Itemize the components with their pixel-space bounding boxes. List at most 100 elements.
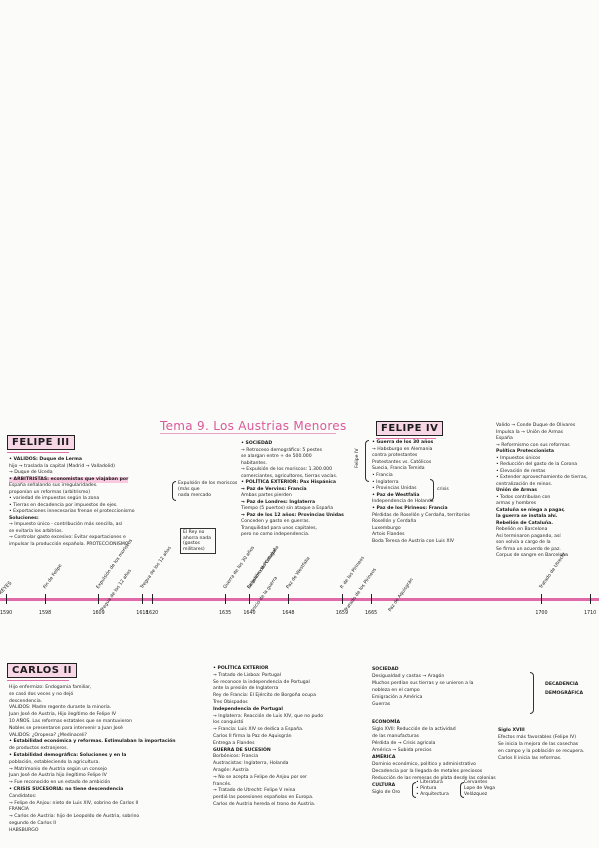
timeline-bar [0, 598, 599, 601]
note-line: • Inglaterra [372, 479, 399, 485]
note-line: • ARBITRISTAS: economistas que viajaban … [9, 476, 129, 483]
note-line: • Paz de los Pirineos: Francia [372, 506, 448, 511]
note-line: Tres Obispados [213, 700, 248, 705]
note-line: Se inicia la mejora de las cosechas [498, 742, 579, 747]
note-line: Desigualdad y castas → Aragón [372, 674, 445, 679]
note-line: pero no como independencia. [241, 532, 310, 537]
note-line: militares) [183, 546, 205, 552]
note-line: España [496, 436, 513, 441]
note-line: Hijo enfermizo: Endogamia familiar, [9, 685, 92, 690]
note-line: → Fue reconocido en un estado de ambició… [9, 780, 111, 786]
note-line: • Provincias Unidas [372, 486, 417, 492]
note-line: América → Subida precios [372, 748, 432, 753]
note-line: • Exportaciones innecesarias frenan el p… [9, 509, 135, 514]
felipe4-side-label: Felipe IV [355, 448, 360, 468]
note-line: Juan José de Austria hijo ilegítimo Feli… [9, 773, 107, 779]
note-line: VALIDOS: Madre regente durante la minorí… [9, 705, 112, 711]
note-line: Siglo de Oro [372, 790, 401, 795]
note-line: Protestantes vs. Católicos [372, 459, 432, 465]
page-title: Tema 9. Los Austrias Menores [160, 419, 347, 433]
note-line: • Estabilidad económica y reformas. Esti… [9, 739, 176, 745]
note-line: • CRISIS SUCESORIA: no tiene descendenci… [9, 787, 124, 792]
note-line: • Arquitectura [416, 792, 449, 797]
note-line: Artois Flandes [372, 532, 405, 538]
note-line: → Inglaterra: Reacción de Luis XIV, que … [213, 713, 324, 719]
note-line: → Carlos de Austria: hijo de Leopoldo de… [9, 814, 140, 820]
note-line: → Paz de Londres: Inglaterra [241, 499, 316, 505]
note-line: • Paz de Westfalia [372, 492, 420, 498]
timeline-year: 1665 [365, 611, 378, 616]
note-line: HABSBURGO [9, 827, 39, 833]
note-line: • VALIDOS: Duque de Lerma [9, 457, 82, 462]
note-line: armas y hombres [496, 501, 537, 506]
note-line: Pérdidas de Rosellón y Cerdaña, territor… [372, 512, 470, 518]
note-line: FRANCIA [9, 807, 29, 813]
note-line: Conceden y gasto en guerras. [241, 519, 310, 524]
timeline-tick [249, 594, 251, 604]
note-line: Austracistas: Inglaterra, Holanda [213, 761, 289, 767]
note-line: → Reformismo con sus reformas [496, 442, 570, 448]
note-line: • Francia [372, 473, 393, 478]
timeline-tick [590, 594, 591, 604]
king-label-felipe3: FELIPE III [7, 435, 75, 450]
note-line: se evitaría los arbitrios. [9, 528, 64, 534]
note-line: Guerras [372, 702, 391, 707]
note-line: Así terminaron pagando, así [496, 533, 561, 539]
note-line: Luxemburgo [372, 525, 401, 531]
note-line: la guerra se instala ahí. [496, 514, 558, 519]
note-line: • Guerra de los 30 años [372, 440, 434, 445]
note-line: perdió las posesiones españolas en Europ… [213, 795, 314, 801]
note-box [180, 528, 216, 554]
note-line: SOCIEDAD [372, 667, 399, 672]
note-line: Rebelión de Cataluña. [496, 520, 553, 526]
timeline-tick [142, 594, 144, 604]
note-line: GUERRA DE SUCESIÓN [213, 747, 271, 753]
note-line: El Rey no [183, 530, 205, 535]
note-line: Siglo XVII: Reducción de la actividad [372, 727, 456, 732]
title-underline [160, 433, 336, 434]
note-line: CULTURA [372, 783, 396, 788]
note-line: Entrega a Flandes [213, 740, 255, 746]
timeline-year: 1648 [282, 611, 295, 616]
note-line: Efectos más favorables (Felipe IV) [498, 735, 577, 740]
timeline-tick [288, 594, 290, 604]
timeline-tick [152, 594, 153, 604]
note-line: centralización de reinos. [496, 481, 553, 487]
note-line: → Paz de Vervins: Francia [241, 486, 307, 492]
note-line: Carlos II firma la Paz de Aquisgrán [213, 734, 292, 739]
note-line: francés. [213, 781, 232, 787]
note-line: comerciantes, agricultores, tierras vací… [241, 473, 338, 479]
note-line: Suecia, Francia Temida [372, 466, 425, 472]
note-line: ante la presión de Inglaterra [213, 686, 279, 692]
note-line: se alargan entre + de 500.000 [241, 454, 312, 459]
note-line: descendencia. [9, 698, 43, 704]
note-line: → Paz de los 12 años: Provincias Unidas [241, 512, 344, 518]
note-line: DEMOGRÁFICA [545, 691, 584, 696]
note-line: VALIDOS: ¿Oropesa? ¿Medinaceli? [9, 732, 87, 738]
brace [412, 782, 416, 798]
note-line: Impulsa la → Unión de Armas [496, 429, 564, 435]
note-line: Rebelión en Barcelona [496, 527, 548, 532]
brace [530, 672, 534, 714]
note-line: son volvía a cargo de la [496, 540, 551, 545]
note-line: → Habsburgo en Alemania [372, 446, 433, 452]
note-line: impulsar la producción española. PROTECC… [9, 541, 129, 547]
brace [365, 440, 369, 482]
note-line: Lope de Vega [464, 786, 496, 791]
note-line: Expulsión de los moriscos [178, 481, 238, 486]
note-line: hijo → traslada la capital (Madrid → Val… [9, 463, 115, 469]
note-line: AMÉRICA [372, 755, 396, 760]
note-line: Nobles se presentaron para intervenir a … [9, 725, 123, 731]
timeline-tick [541, 594, 543, 604]
note-line: Política Proteccionista [496, 449, 555, 454]
timeline-tick [98, 594, 100, 604]
note-line: Juan José de Austria, Hijo ilegítimo de … [9, 712, 116, 718]
timeline-tick [341, 594, 343, 604]
note-line: segundo de Carlos II [9, 821, 56, 826]
note-line: • POLÍTICA EXTERIOR [213, 666, 269, 671]
note-line: • Todos contribuían con [496, 494, 551, 500]
note-line: Ambas partes pierden [241, 493, 292, 498]
note-line: Carlos de Austria hereda el trono de Aus… [213, 802, 316, 807]
king-label-carlos2: CARLOS II [7, 663, 77, 678]
note-line: 10 AÑOS. Las reformas estatales que se m… [9, 719, 133, 724]
